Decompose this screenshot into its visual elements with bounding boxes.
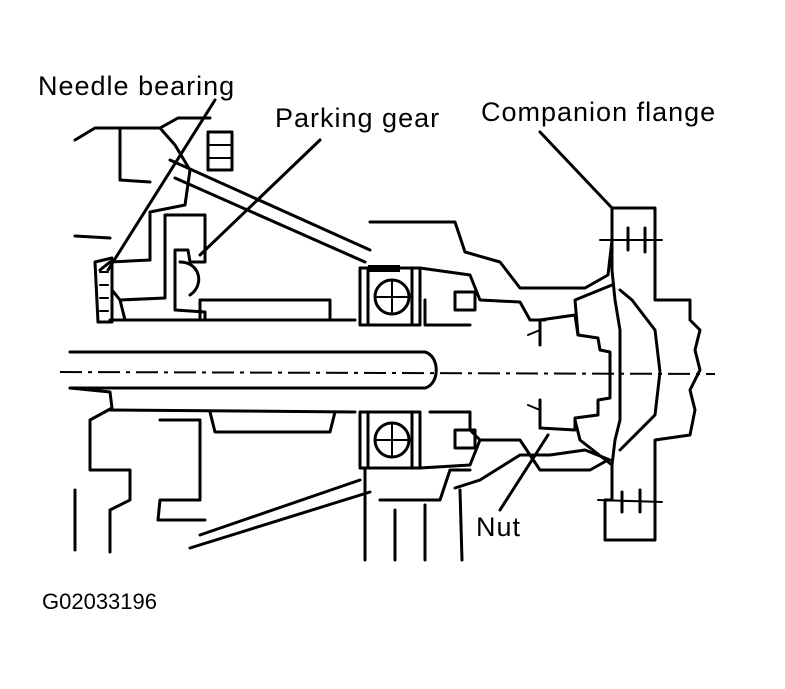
- leader-nut: [498, 433, 550, 512]
- leader-needle-bearing: [106, 98, 217, 272]
- companion-flange: [573, 206, 702, 542]
- leader-parking-gear: [198, 138, 322, 257]
- leader-lines: [106, 98, 614, 512]
- label-parking-gear: Parking gear: [275, 103, 441, 133]
- label-needle-bearing: Needle bearing: [38, 71, 236, 101]
- ball-bearing-upper: [358, 265, 422, 327]
- figure-id: G02033196: [42, 589, 157, 614]
- needle-bearing: [93, 256, 114, 324]
- output-shaft: [59, 298, 716, 434]
- parking-gear: [110, 213, 207, 322]
- ball-bearing-lower: [358, 410, 422, 470]
- transmission-case: [68, 116, 472, 562]
- nut: [527, 313, 612, 432]
- leader-companion-flange: [538, 130, 614, 210]
- label-companion-flange: Companion flange: [481, 97, 717, 127]
- label-nut: Nut: [476, 512, 522, 542]
- case-bolt: [206, 130, 234, 172]
